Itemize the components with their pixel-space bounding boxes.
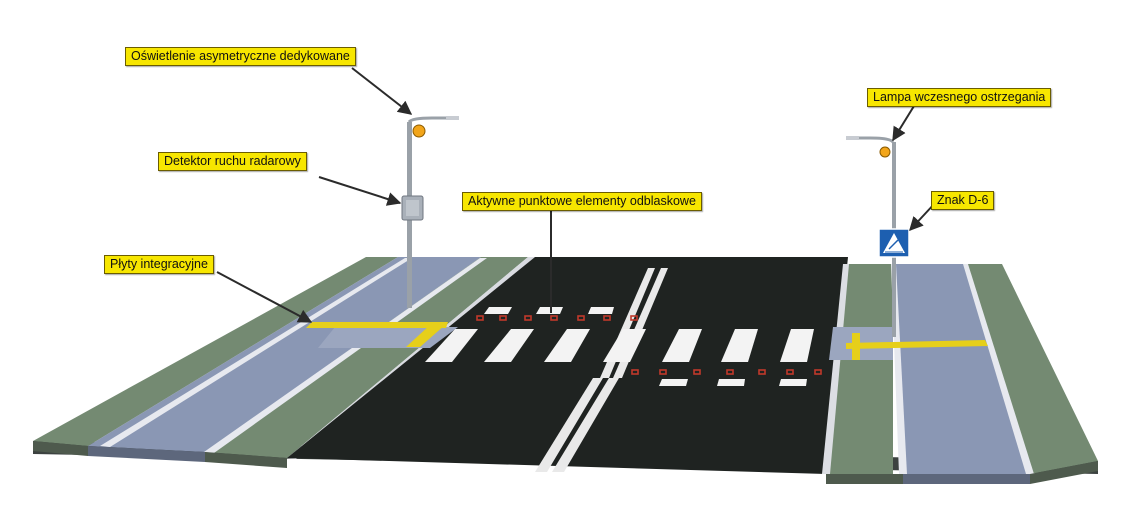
left-grass-outer <box>33 257 398 446</box>
right-kerb <box>822 264 849 474</box>
label-early-warning-lamp: Lampa wczesnego ostrzegania <box>867 88 1052 107</box>
integration-plates <box>306 322 988 360</box>
left-curb-line-1 <box>100 258 412 447</box>
arrow-integration-plates <box>216 271 313 323</box>
right-tactile-strip <box>846 340 988 349</box>
center-line-near-1 <box>535 378 603 472</box>
center-line-near-2 <box>552 378 619 472</box>
label-radar-detector: Detektor ruchu radarowy <box>158 152 307 171</box>
warning-lamp-icon <box>412 124 426 138</box>
right-grass-outer <box>965 264 1098 474</box>
label-reflective-elements: Aktywne punktowe elementy odblaskowe <box>462 192 702 211</box>
label-sign-d6: Znak D-6 <box>931 191 995 210</box>
arrow-radar-detector <box>318 176 402 206</box>
warning-lamp-icon-right <box>879 146 891 158</box>
reflective-studs <box>476 315 822 375</box>
label-asymmetric-lighting: Oświetlenie asymetryczne dedykowane <box>125 47 356 66</box>
label-integration-plates: Płyty integracyjne <box>104 255 214 274</box>
left-curb-line-2 <box>204 258 487 453</box>
right-sidewalk <box>893 264 1030 474</box>
left-pole <box>401 116 459 308</box>
arrow-asymmetric-lighting <box>351 67 413 115</box>
right-roadside <box>822 264 1098 484</box>
left-grass-inner <box>205 257 528 458</box>
left-tactile-strip <box>306 322 448 328</box>
arrow-early-warning-lamp <box>892 105 915 142</box>
left-sidewalk <box>88 257 481 452</box>
right-curb-line-2 <box>963 264 1034 474</box>
right-tactile-stem <box>852 333 860 360</box>
left-tactile-stem <box>406 325 445 347</box>
zebra-crossing <box>425 307 814 386</box>
right-pole <box>846 136 910 337</box>
